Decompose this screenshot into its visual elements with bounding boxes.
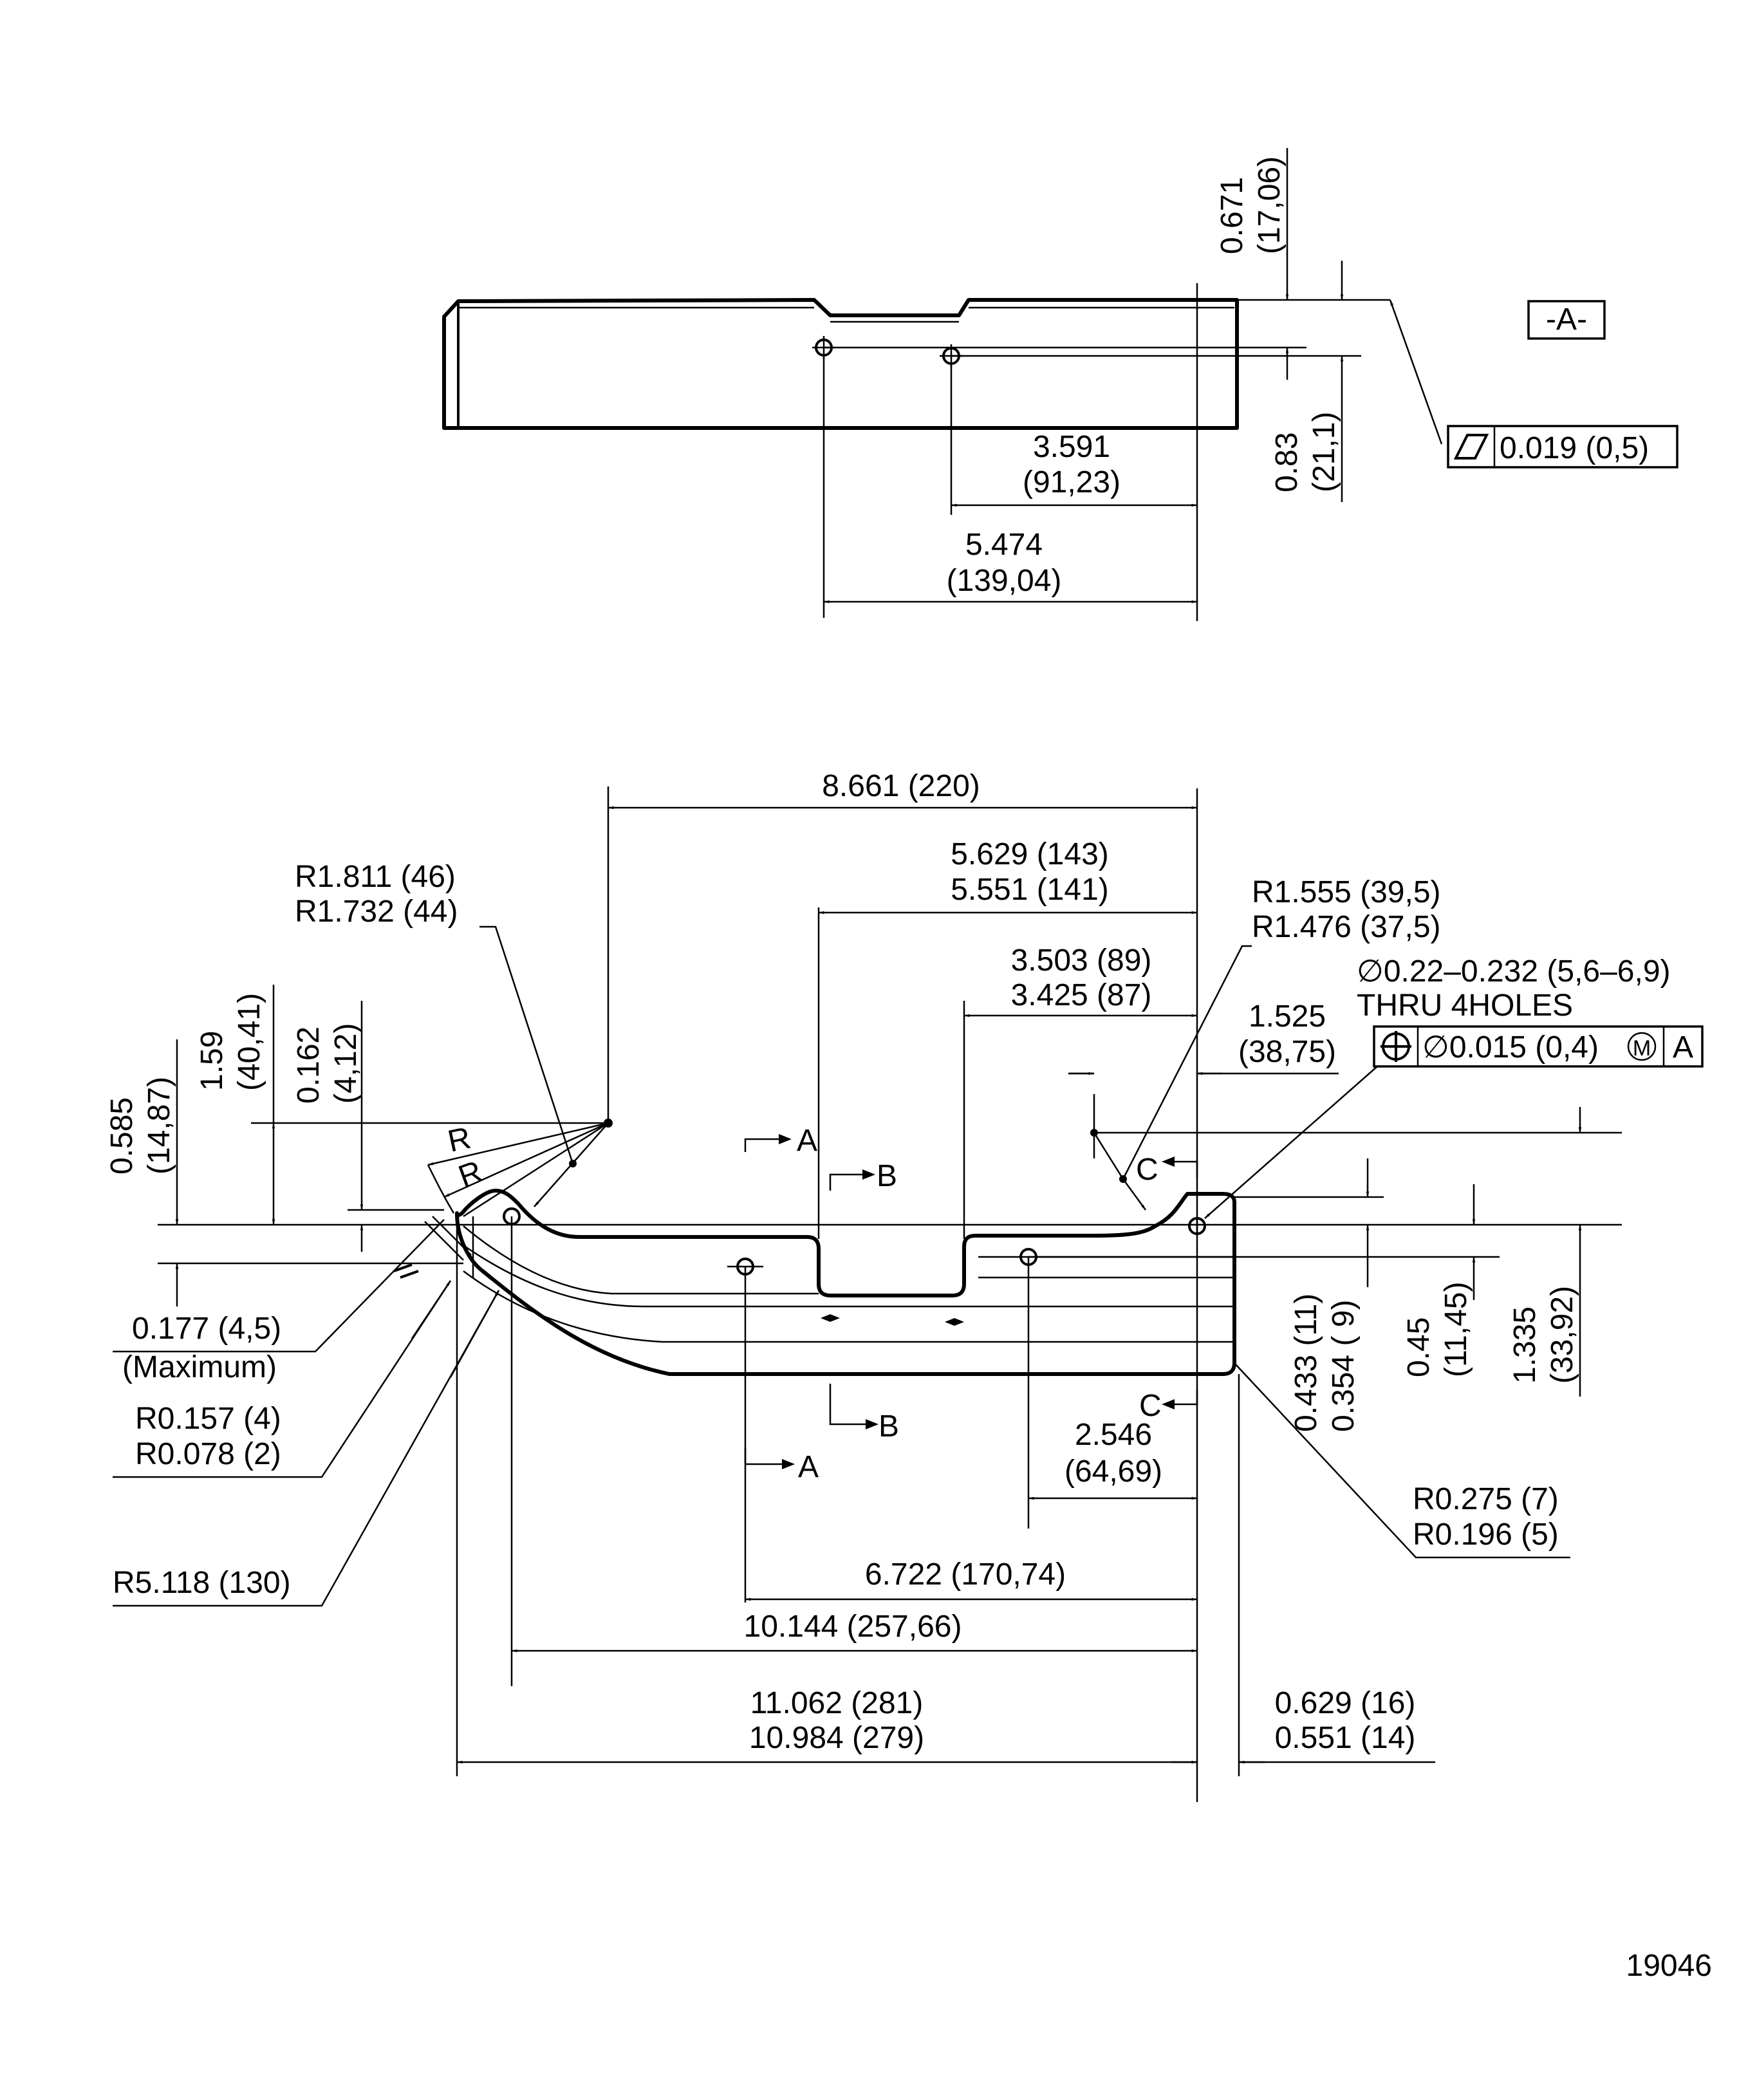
- svg-text:(4,12): (4,12): [329, 1023, 363, 1104]
- datum-a-label: -A-: [1546, 302, 1587, 337]
- svg-text:3.425 (87): 3.425 (87): [1011, 978, 1152, 1012]
- svg-text:R1.476 (37,5): R1.476 (37,5): [1252, 910, 1441, 944]
- svg-text:(64,69): (64,69): [1064, 1454, 1162, 1489]
- svg-text:(Maximum): (Maximum): [122, 1350, 277, 1384]
- svg-text:10.984 (279): 10.984 (279): [749, 1721, 924, 1755]
- svg-text:5.551 (141): 5.551 (141): [951, 873, 1109, 907]
- svg-text:(21,1): (21,1): [1307, 412, 1341, 492]
- svg-text:0.354 ( 9): 0.354 ( 9): [1326, 1300, 1361, 1432]
- dim-5474: 5.474: [965, 528, 1043, 562]
- section-a-top: A: [797, 1124, 817, 1158]
- main-view-outline: [455, 1189, 1236, 1376]
- figure-number: 19046: [1626, 1949, 1712, 1983]
- radius-right-label: R1.555 (39,5): [1252, 875, 1441, 909]
- svg-text:(40,41): (40,41): [232, 993, 266, 1091]
- position-tol-frame: [1373, 1025, 1704, 1068]
- dim-5629: 5.629 (143): [951, 837, 1109, 871]
- mmc-icon: [1627, 1032, 1657, 1061]
- svg-text:(17,06): (17,06): [1252, 156, 1287, 254]
- dim-10144: 10.144 (257,66): [744, 1610, 962, 1644]
- svg-text:R1.732 (44): R1.732 (44): [295, 895, 458, 929]
- top-view-outline: [442, 298, 1239, 430]
- dim-0671: 0.671: [1215, 177, 1249, 254]
- dim-0629: 0.629 (16): [1275, 1686, 1416, 1720]
- top-view: 0.671 (17,06) 0.83 (21,1) 3.591 (91,23) …: [442, 148, 1678, 621]
- position-tol-value: ∅0.015 (0,4): [1422, 1030, 1599, 1064]
- dim-overall: 11.062 (281): [750, 1686, 924, 1720]
- svg-text:(139,04): (139,04): [947, 564, 1062, 598]
- dim-0585: 0.585: [105, 1097, 139, 1175]
- r-label-1: R: [445, 1121, 474, 1159]
- flatness-icon: [1453, 434, 1489, 460]
- dim-0433: 0.433 (11): [1289, 1294, 1323, 1432]
- dim-1525: 1.525: [1249, 999, 1326, 1034]
- r-corner-label: R0.275 (7): [1413, 1482, 1559, 1516]
- flatness-frame: [1447, 425, 1678, 469]
- svg-text:(38,75): (38,75): [1238, 1035, 1336, 1069]
- hole-spec: ∅0.22–0.232 (5,6–6,9): [1357, 954, 1671, 989]
- svg-text:(11,45): (11,45): [1439, 1281, 1473, 1377]
- main-view: 8.661 (220) 5.629 (143) 5.551 (141) 3.50…: [105, 769, 1704, 1802]
- dim-083: 0.83: [1270, 432, 1304, 492]
- section-c-bottom: C: [1139, 1389, 1162, 1423]
- svg-text:R0.078 (2): R0.078 (2): [135, 1437, 281, 1471]
- dim-6722: 6.722 (170,74): [865, 1557, 1066, 1592]
- svg-text:(91,23): (91,23): [1023, 465, 1120, 499]
- svg-text:M: M: [1633, 1036, 1651, 1061]
- r-large-label: R5.118 (130): [113, 1566, 291, 1600]
- dim-0177: 0.177 (4,5): [132, 1312, 281, 1346]
- position-tol-datum: A: [1673, 1030, 1693, 1064]
- dim-0162: 0.162: [292, 1027, 326, 1104]
- dim-1335: 1.335: [1508, 1306, 1542, 1384]
- flatness-value: 0.019 (0,5): [1500, 431, 1649, 465]
- section-c-top: C: [1136, 1153, 1158, 1187]
- datum-a-box: [1527, 300, 1606, 340]
- svg-text:(33,92): (33,92): [1545, 1286, 1579, 1384]
- svg-text:R0.196 (5): R0.196 (5): [1413, 1518, 1559, 1552]
- dim-159: 1.59: [195, 1031, 229, 1091]
- section-b-top: B: [877, 1159, 897, 1193]
- section-a-bottom: A: [798, 1450, 819, 1484]
- dim-2546: 2.546: [1075, 1418, 1152, 1452]
- radius-left-label: R1.811 (46): [295, 860, 456, 894]
- svg-text:0.551 (14): 0.551 (14): [1275, 1721, 1416, 1755]
- svg-text:THRU 4HOLES: THRU 4HOLES: [1357, 989, 1573, 1023]
- r-label-2: R: [454, 1155, 487, 1194]
- dim-8661: 8.661 (220): [822, 769, 980, 803]
- section-b-bottom: B: [879, 1409, 899, 1444]
- dim-045: 0.45: [1402, 1317, 1436, 1377]
- svg-text:(14,87): (14,87): [142, 1077, 176, 1175]
- r-small-label: R0.157 (4): [135, 1402, 281, 1436]
- dim-3591: 3.591: [1033, 430, 1110, 464]
- dim-3503: 3.503 (89): [1011, 943, 1152, 978]
